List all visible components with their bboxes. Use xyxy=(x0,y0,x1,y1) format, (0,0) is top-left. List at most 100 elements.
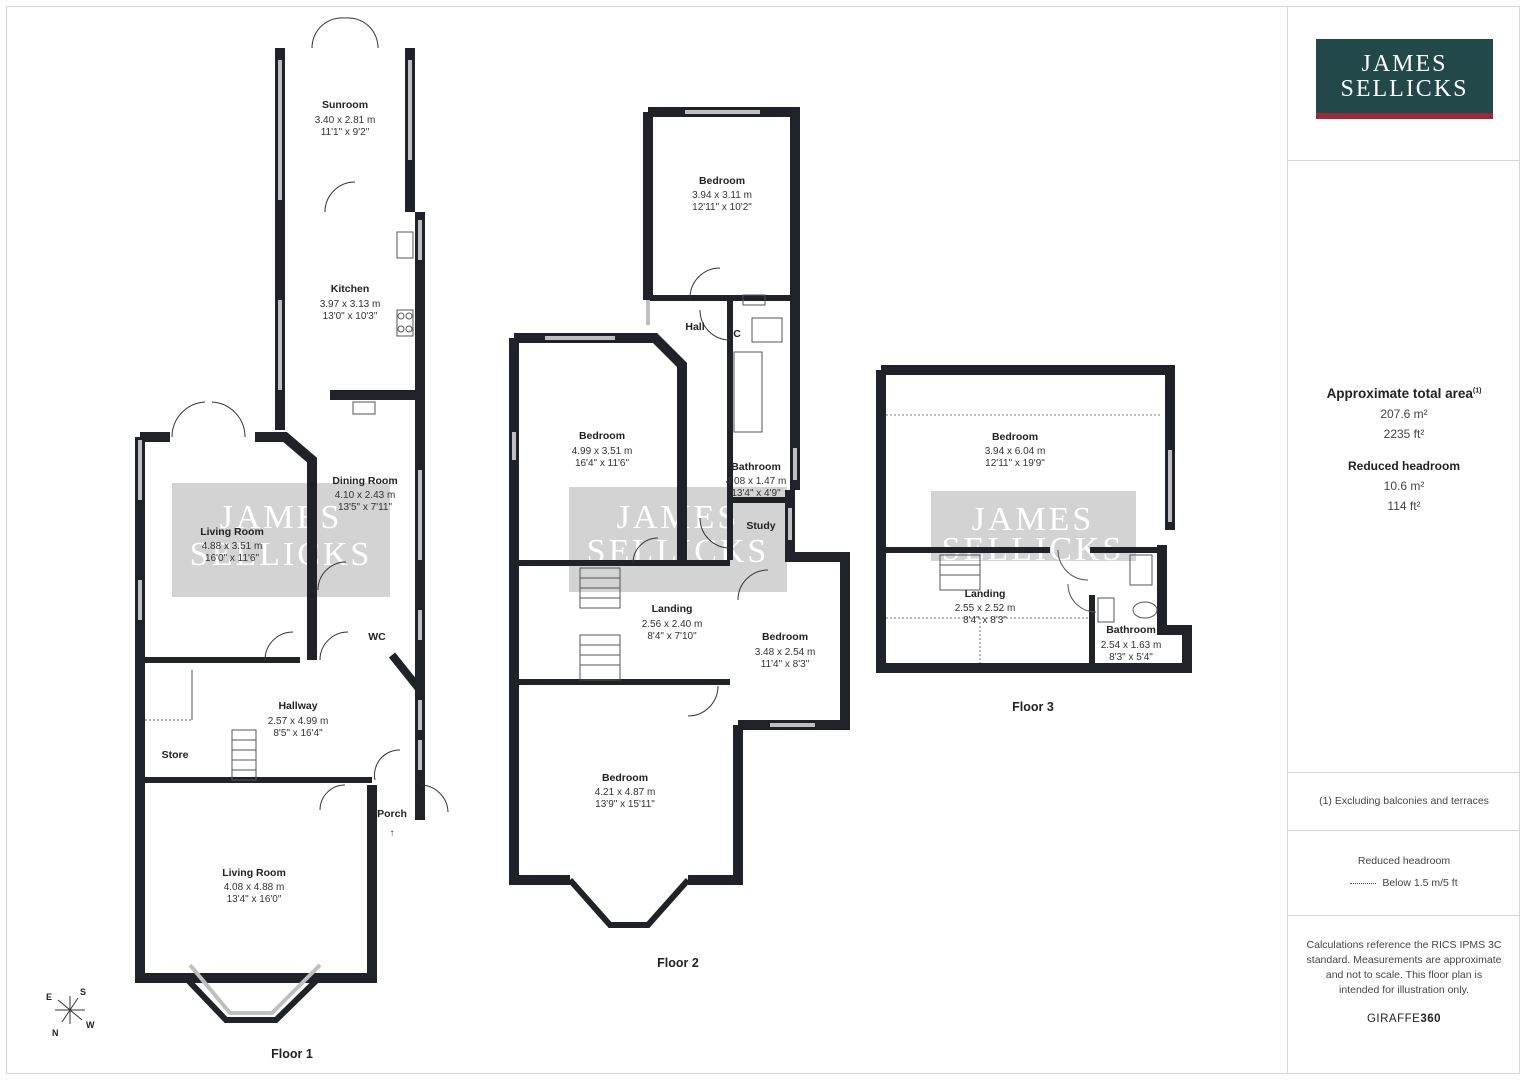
floor3-dashes xyxy=(886,414,1160,663)
room-cupboard: C xyxy=(733,328,741,340)
svg-text:4.21 x 4.87 m: 4.21 x 4.87 m xyxy=(595,787,656,798)
svg-text:JAMES: JAMES xyxy=(617,499,740,536)
legend-item: Below 1.5 m/5 ft xyxy=(1288,877,1520,889)
floor2-walls xyxy=(509,107,850,885)
info-sidebar: JAMES SELLICKS Approximate total area(1)… xyxy=(1287,6,1520,1074)
reduced-area-m2: 10.6 m² xyxy=(1383,479,1425,493)
room-bedroom-e: Bedroom 3.94 x 6.04 m 12'11" x 19'9" xyxy=(985,431,1046,469)
svg-text:Dining Room: Dining Room xyxy=(332,475,397,487)
floor1-label: Floor 1 xyxy=(271,1047,313,1061)
room-bedroom-a: Bedroom 3.94 x 3.11 m 12'11" x 10'2" xyxy=(692,175,752,213)
svg-text:13'5" x 7'11": 13'5" x 7'11" xyxy=(338,502,393,513)
room-kitchen: Kitchen 3.97 x 3.13 m 13'0" x 10'3" xyxy=(320,283,381,322)
svg-text:Bedroom: Bedroom xyxy=(579,430,625,442)
svg-text:JAMES: JAMES xyxy=(972,501,1095,538)
room-bedroom-c: Bedroom 3.48 x 2.54 m 11'4" x 8'3" xyxy=(755,631,816,670)
page-frame xyxy=(6,6,1520,1074)
room-porch: Porch ↑ xyxy=(377,808,407,839)
footnote-section: (1) Excluding balconies and terraces xyxy=(1288,773,1520,831)
floor1-windows xyxy=(138,60,422,1015)
room-landing-3: Landing 2.55 x 2.52 m 8'4" x 8'3" xyxy=(955,588,1016,626)
svg-text:N: N xyxy=(52,1028,59,1038)
svg-text:8'4" x 7'10": 8'4" x 7'10" xyxy=(647,631,697,642)
svg-text:4.10 x 2.43 m: 4.10 x 2.43 m xyxy=(335,490,396,501)
svg-text:Bedroom: Bedroom xyxy=(992,431,1038,443)
floor-plan: JAMES SELLICKS JAMES SELLICKS JAMES SELL… xyxy=(46,17,1192,1061)
svg-text:↑: ↑ xyxy=(390,828,395,839)
floor2-stairs xyxy=(579,294,783,681)
floor1-stairs xyxy=(145,670,257,781)
svg-text:Porch: Porch xyxy=(377,808,407,820)
svg-text:Store: Store xyxy=(162,749,189,761)
svg-text:13'0" x 10'3": 13'0" x 10'3" xyxy=(323,311,378,322)
svg-text:3.48 x 2.54 m: 3.48 x 2.54 m xyxy=(755,647,816,658)
svg-text:4.08 x 1.47 m: 4.08 x 1.47 m xyxy=(726,476,787,487)
floor2-windows xyxy=(512,110,815,727)
watermark-floor1: JAMES SELLICKS xyxy=(172,483,390,597)
floor3-label: Floor 3 xyxy=(1012,700,1054,714)
svg-text:12'11" x 10'2": 12'11" x 10'2" xyxy=(692,202,752,213)
legend-section: Reduced headroom Below 1.5 m/5 ft xyxy=(1288,831,1520,916)
total-area-heading: Approximate total area(1) xyxy=(1326,386,1482,401)
brand-logo: JAMES SELLICKS xyxy=(1316,39,1493,119)
svg-text:Living Room: Living Room xyxy=(222,867,286,879)
room-bedroom-b: Bedroom 4.99 x 3.51 m 16'4" x 11'6" xyxy=(572,430,633,469)
room-hall: Hall xyxy=(685,321,704,333)
floor2-inner xyxy=(519,295,795,685)
svg-text:Bathroom: Bathroom xyxy=(731,461,781,473)
room-dining: Dining Room 4.10 x 2.43 m 13'5" x 7'11" xyxy=(332,475,397,513)
room-bathroom-3: Bathroom 2.54 x 1.63 m 8'3" x 5'4" xyxy=(1101,624,1162,663)
room-living-2: Living Room 4.08 x 4.88 m 13'4" x 16'0" xyxy=(222,867,286,905)
svg-text:2.57 x 4.99 m: 2.57 x 4.99 m xyxy=(268,716,329,727)
room-hallway: Hallway 2.57 x 4.99 m 8'5" x 16'4" xyxy=(268,700,329,739)
svg-text:13'4" x 16'0": 13'4" x 16'0" xyxy=(227,894,282,905)
svg-text:E: E xyxy=(46,992,52,1002)
floor2-label: Floor 2 xyxy=(657,956,699,970)
svg-text:11'4" x 8'3": 11'4" x 8'3" xyxy=(761,659,810,670)
svg-text:Study: Study xyxy=(746,520,775,532)
svg-text:Landing: Landing xyxy=(965,588,1006,600)
svg-text:Landing: Landing xyxy=(652,603,693,615)
svg-text:SELLICKS: SELLICKS xyxy=(190,536,373,573)
svg-text:3.40 x 2.81 m: 3.40 x 2.81 m xyxy=(315,115,376,126)
giraffe-credit: GIRAFFE360 xyxy=(1366,1013,1442,1025)
svg-text:8'4" x 8'3": 8'4" x 8'3" xyxy=(963,615,1007,626)
svg-text:16'4" x 11'6": 16'4" x 11'6" xyxy=(575,458,630,469)
svg-text:Bedroom: Bedroom xyxy=(699,175,745,187)
watermark-floor3: JAMES SELLICKS xyxy=(931,491,1136,568)
floor2-doors xyxy=(632,267,769,717)
legend-title: Reduced headroom xyxy=(1357,855,1451,867)
calculations-note: Calculations reference the RICS IPMS 3C … xyxy=(1306,939,1502,996)
reduced-area-ft2: 114 ft² xyxy=(1387,499,1421,513)
svg-text:Sunroom: Sunroom xyxy=(322,99,368,111)
svg-text:8'3" x 5'4": 8'3" x 5'4" xyxy=(1109,652,1153,663)
room-study: Study xyxy=(746,520,775,532)
svg-text:2.56 x 2.40 m: 2.56 x 2.40 m xyxy=(642,619,703,630)
compass-icon: E S N W xyxy=(46,987,95,1038)
svg-text:4.88 x 3.51 m: 4.88 x 3.51 m xyxy=(202,541,263,552)
room-sunroom: Sunroom 3.40 x 2.81 m 11'1" x 9'2" xyxy=(315,99,376,138)
svg-text:13'4" x 4'9": 13'4" x 4'9" xyxy=(731,488,781,499)
reduced-headroom-heading: Reduced headroom xyxy=(1347,459,1461,473)
svg-text:Hall: Hall xyxy=(685,321,704,333)
svg-text:Bedroom: Bedroom xyxy=(602,772,648,784)
svg-text:11'1" x 9'2": 11'1" x 9'2" xyxy=(321,127,370,138)
svg-text:4.99 x 3.51 m: 4.99 x 3.51 m xyxy=(572,446,633,457)
room-wc: WC xyxy=(368,631,386,643)
svg-text:WC: WC xyxy=(368,631,386,643)
svg-text:2.55 x 2.52 m: 2.55 x 2.52 m xyxy=(955,603,1016,614)
total-area-m2: 207.6 m² xyxy=(1380,407,1428,421)
svg-text:Bathroom: Bathroom xyxy=(1106,624,1156,636)
svg-text:12'11" x 19'9": 12'11" x 19'9" xyxy=(985,458,1045,469)
svg-text:8'5" x 16'4": 8'5" x 16'4" xyxy=(273,728,323,739)
svg-text:Bedroom: Bedroom xyxy=(762,631,808,643)
calculations-section: Calculations reference the RICS IPMS 3C … xyxy=(1288,916,1520,1073)
svg-text:W: W xyxy=(86,1020,95,1030)
svg-text:3.97 x 3.13 m: 3.97 x 3.13 m xyxy=(320,299,381,310)
svg-text:C: C xyxy=(733,328,741,340)
svg-text:3.94 x 3.11 m: 3.94 x 3.11 m xyxy=(692,190,752,201)
floor2-bay xyxy=(567,878,691,928)
svg-text:2.54 x 1.63 m: 2.54 x 1.63 m xyxy=(1101,640,1162,651)
svg-text:JAMES: JAMES xyxy=(220,499,343,536)
room-store: Store xyxy=(162,749,189,761)
